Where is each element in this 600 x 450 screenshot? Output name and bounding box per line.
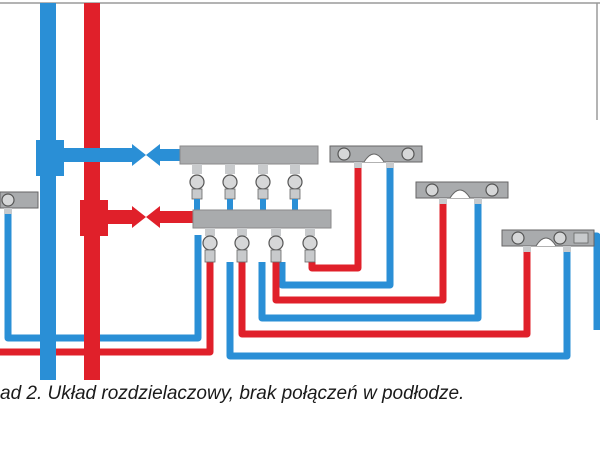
- risers: [40, 3, 100, 380]
- riser-cold: [40, 3, 56, 380]
- loop-left-fixture-cold: [4, 212, 202, 342]
- valve-icon: [511, 231, 525, 245]
- fixture-left: [0, 191, 39, 214]
- loop-fixture1-cold: [278, 162, 394, 289]
- valve-icon: [1, 193, 15, 207]
- loop-fixture2-cold: [258, 198, 482, 322]
- lower-manifold-valves: [202, 228, 318, 263]
- valve-icon: [234, 235, 250, 251]
- valve-icon: [202, 235, 218, 251]
- valve-icon: [222, 174, 238, 190]
- cold-valve-icon: [132, 144, 146, 166]
- upper-manifold-valves: [189, 164, 303, 200]
- loop-right-cold: [585, 232, 600, 330]
- fixture-2: [415, 181, 509, 204]
- valve-icon: [189, 174, 205, 190]
- loop-fixture2-hot: [272, 198, 447, 304]
- figure-caption: ad 2. Układ rozdzielaczowy, brak połącze…: [0, 383, 465, 404]
- valve-icon: [553, 231, 567, 245]
- loop-fixture1-hot: [308, 162, 362, 272]
- upper-manifold: [179, 145, 319, 211]
- hot-supply: [80, 200, 196, 236]
- valve-icon: [287, 174, 303, 190]
- fixture-1: [329, 145, 423, 168]
- valve-icon: [268, 235, 284, 251]
- loop-left-hot: [0, 235, 214, 356]
- valve-icon: [302, 235, 318, 251]
- fixture-3: [501, 229, 595, 252]
- valve-icon: [255, 174, 271, 190]
- valve-icon: [425, 183, 439, 197]
- lower-manifold: [192, 209, 332, 263]
- cold-supply: [36, 140, 182, 176]
- loop-fixture3-cold: [226, 246, 571, 360]
- riser-hot: [84, 3, 100, 380]
- loop-fixture3-hot: [238, 246, 531, 338]
- valve-icon: [401, 147, 415, 161]
- hot-valve-icon: [132, 206, 146, 228]
- manifold-piping-diagram: [0, 2, 600, 380]
- valve-icon: [485, 183, 499, 197]
- valve-icon: [337, 147, 351, 161]
